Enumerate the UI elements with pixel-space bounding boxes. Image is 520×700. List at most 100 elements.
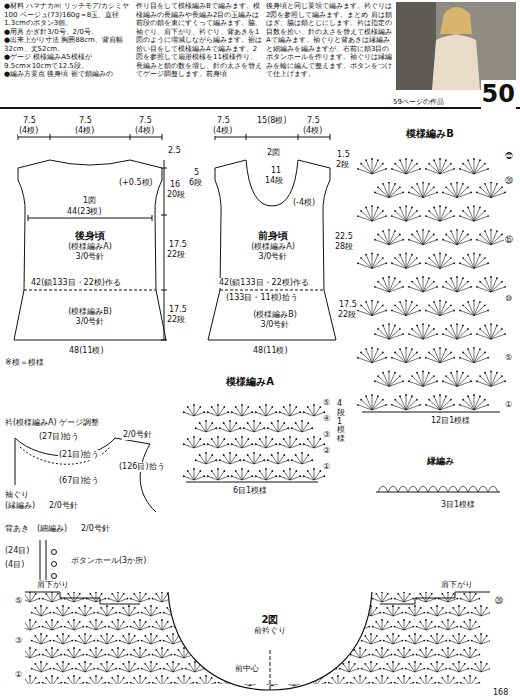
fan-stitch	[244, 650, 250, 658]
fan-stitch	[219, 683, 228, 686]
fan-stitch	[372, 682, 374, 684]
fan-stitch	[261, 664, 267, 672]
fan-stitch	[361, 400, 372, 410]
fan-stitch	[419, 649, 421, 651]
fan-stitch	[348, 633, 350, 635]
fan-stitch	[436, 380, 438, 382]
fan-stitch	[501, 234, 503, 236]
fan-stitch	[118, 678, 124, 686]
fan-stitch	[342, 635, 344, 637]
fan-stitch	[402, 192, 404, 194]
fan-stitch	[409, 334, 423, 339]
fan-stitch	[339, 668, 341, 670]
fan-stitch	[304, 412, 314, 416]
fan-stitch	[350, 654, 352, 656]
fan-stitch	[409, 677, 411, 679]
fan-stitch	[437, 662, 438, 672]
fan-stitch	[205, 675, 207, 677]
fan-stitch	[211, 454, 213, 456]
fan-stitch	[416, 210, 418, 212]
fan-stitch	[303, 443, 305, 445]
fan-stitch	[462, 352, 464, 354]
fan-stitch	[123, 677, 125, 679]
fan-stitch	[423, 184, 429, 198]
fan-stitch	[360, 399, 362, 401]
fan-stitch	[211, 664, 217, 672]
fan-stitch	[129, 636, 135, 644]
fan-stitch	[388, 371, 390, 373]
fan-stitch	[183, 647, 185, 649]
fan-stitch	[96, 620, 97, 630]
fan-stitch	[445, 348, 447, 350]
fan-stitch	[52, 648, 53, 658]
fan-stitch	[442, 380, 444, 382]
fan-stitch	[266, 469, 267, 480]
fan-stitch	[467, 640, 469, 642]
fan-stitch	[313, 668, 315, 670]
fan-stitch	[106, 633, 108, 635]
fan-stitch	[321, 636, 327, 644]
fan-stitch	[349, 664, 355, 672]
fan-stitch	[199, 649, 201, 651]
fan-stitch	[480, 633, 482, 635]
fan-stitch	[284, 654, 286, 656]
photo-sweater	[432, 35, 480, 90]
fan-stitch	[403, 675, 405, 677]
fan-stitch	[426, 263, 440, 268]
fan-stitch	[43, 683, 52, 686]
fan-stitch	[183, 675, 185, 677]
fan-stitch	[41, 636, 47, 644]
fan-stitch	[389, 324, 390, 339]
fan-stitch	[244, 635, 246, 637]
fan-stitch	[139, 619, 141, 621]
fan-stitch	[256, 412, 266, 416]
fan-stitch	[122, 663, 124, 665]
fan-stitch	[85, 634, 86, 644]
fan-stitch	[106, 661, 108, 663]
fan-stitch	[373, 683, 382, 686]
fan-stitch	[327, 662, 328, 672]
fan-stitch	[96, 648, 97, 658]
fan-stitch	[377, 395, 379, 397]
fan-stitch	[104, 654, 106, 656]
fan-stitch	[315, 647, 317, 649]
fan-stitch	[445, 301, 447, 303]
fan-stitch	[389, 329, 400, 339]
fan-stitch	[445, 281, 447, 283]
fan-stitch	[52, 676, 53, 686]
fan-stitch	[397, 621, 399, 623]
fan-stitch	[446, 329, 457, 339]
fan-stitch	[382, 277, 384, 279]
fan-stitch	[425, 647, 427, 649]
fan-stitch	[208, 669, 217, 672]
fan-stitch	[60, 654, 62, 656]
fan-stitch	[365, 621, 367, 623]
fan-stitch	[419, 677, 421, 679]
fan-stitch	[484, 257, 486, 259]
fan-stitch	[357, 357, 359, 359]
fan-stitch	[381, 675, 383, 677]
fan-stitch	[391, 215, 393, 217]
fan-stitch	[478, 682, 480, 684]
fan-stitch	[389, 183, 390, 198]
fan-stitch	[409, 287, 423, 292]
fan-stitch	[227, 475, 229, 477]
fan-stitch	[95, 619, 97, 621]
fan-stitch	[360, 304, 362, 306]
fan-stitch	[200, 635, 202, 637]
fan-stitch	[223, 406, 225, 408]
fan-stitch	[235, 422, 237, 424]
fan-stitch	[194, 439, 200, 448]
fan-stitch	[287, 677, 289, 679]
fan-stitch	[208, 476, 218, 480]
fan-stitch	[277, 636, 283, 644]
armhole-outline	[115, 438, 156, 512]
fan-stitch	[104, 682, 106, 684]
fan-stitch	[299, 677, 301, 679]
fan-stitch	[382, 210, 384, 212]
fan-stitch	[291, 427, 293, 429]
fan-stitch	[203, 443, 205, 445]
fan-stitch	[278, 455, 284, 464]
fan-stitch	[242, 437, 243, 448]
fan-stitch	[404, 650, 410, 658]
